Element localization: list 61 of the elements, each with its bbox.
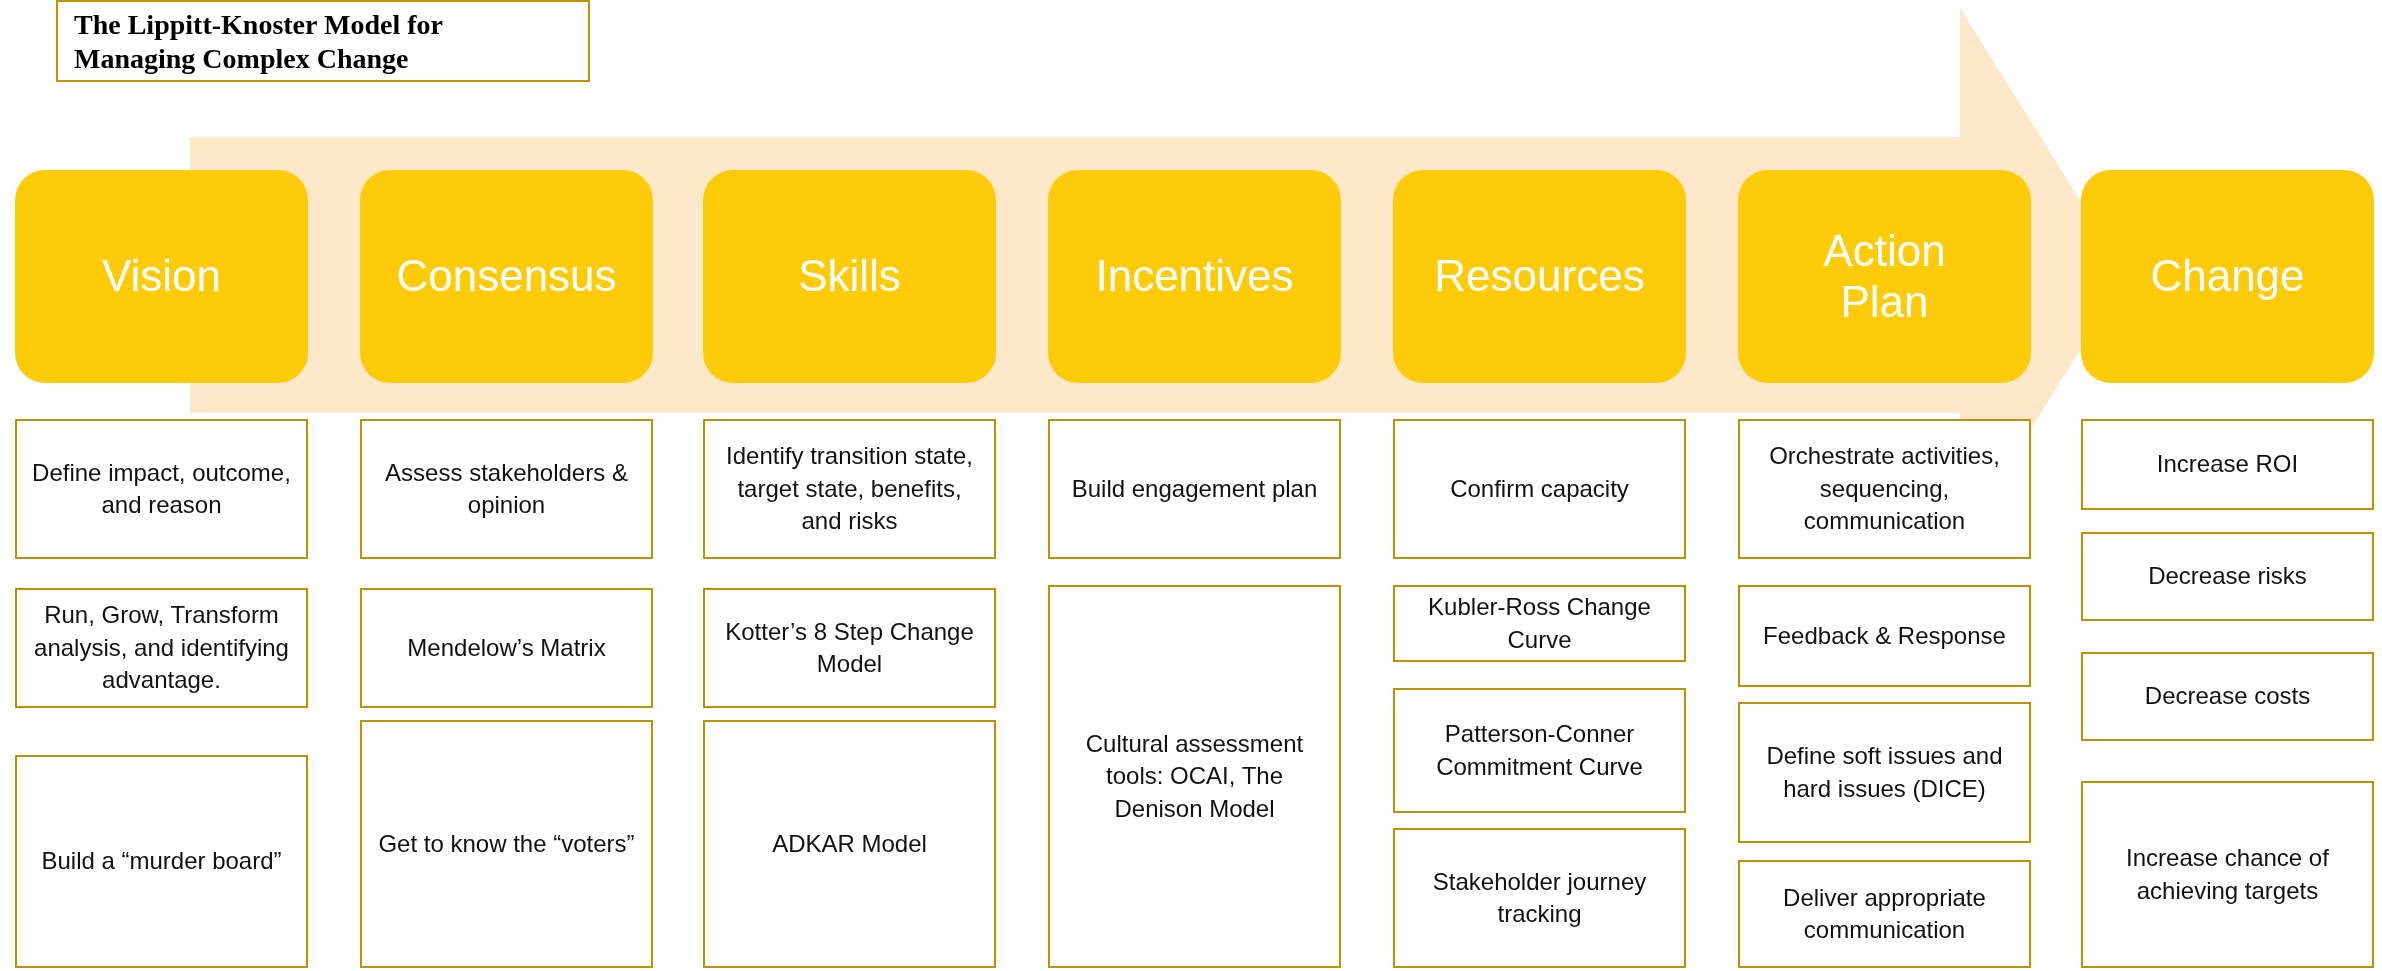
- stage-label: Skills: [798, 251, 901, 302]
- step-text: ADKAR Model: [772, 828, 927, 859]
- step-box: [703, 588, 996, 708]
- stage-box: [360, 170, 653, 383]
- stage-label: Resources: [1434, 251, 1645, 302]
- step-text: Define impact, outcome, and reason: [31, 457, 292, 520]
- step-text: Stakeholder journey tracking: [1431, 866, 1648, 929]
- step-box: [1738, 860, 2031, 968]
- step-box: [15, 588, 308, 708]
- step-text: Build a “murder board”: [41, 846, 282, 877]
- step-box: [1393, 419, 1686, 559]
- stage-box: [15, 170, 308, 383]
- stage-box: [1048, 170, 1341, 383]
- step-text: Increase chance of achieving targets: [2125, 843, 2330, 906]
- step-box: [1393, 688, 1686, 813]
- stage-box: [703, 170, 996, 383]
- step-text: Assess stakeholders & opinion: [384, 457, 629, 520]
- step-text: Increase ROI: [2156, 449, 2299, 480]
- step-text: Mendelow’s Matrix: [407, 632, 606, 663]
- step-box: [360, 419, 653, 559]
- step-text: Orchestrate activities, sequencing, communication: [1768, 441, 2001, 537]
- step-box: [15, 755, 308, 968]
- step-text: Decrease risks: [2148, 561, 2307, 592]
- step-box: [2081, 652, 2374, 741]
- step-box: [15, 419, 308, 559]
- title: The Lippitt-Knoster Model for Managing Complex Change: [56, 0, 590, 82]
- step-text: Cultural assessment tools: OCAI, The Denison Model: [1084, 728, 1305, 824]
- step-box: [703, 720, 996, 968]
- step-text: Decrease costs: [2144, 681, 2311, 712]
- step-text: Identify transition state, target state, benefits, and risks: [725, 441, 974, 537]
- stage-box: [1738, 170, 2031, 383]
- step-box: [1048, 585, 1341, 968]
- step-text: Define soft issues and hard issues (DICE): [1765, 741, 2004, 804]
- step-text: Kotter’s 8 Step Change Model: [724, 616, 975, 679]
- step-box: [1393, 585, 1686, 662]
- step-text: Deliver appropriate communication: [1782, 882, 1987, 945]
- step-text: Kubler-Ross Change Curve: [1427, 592, 1652, 655]
- step-text: Run, Grow, Transform analysis, and identifying advantage.: [33, 600, 290, 696]
- stage-label: Consensus: [396, 251, 617, 302]
- step-text: Build engagement plan: [1071, 473, 1318, 504]
- step-box: [1048, 419, 1341, 559]
- step-text: Patterson-Conner Commitment Curve: [1435, 719, 1644, 782]
- step-box: [1393, 828, 1686, 968]
- step-box: [2081, 532, 2374, 621]
- step-text: Confirm capacity: [1450, 473, 1629, 504]
- step-box: [360, 588, 653, 708]
- step-text: Feedback & Response: [1763, 620, 2006, 651]
- stage-label: Incentives: [1095, 251, 1294, 302]
- step-box: [2081, 419, 2374, 510]
- step-box: [1738, 585, 2031, 687]
- stage-label: Change: [2150, 251, 2305, 302]
- stage-label: Vision: [101, 251, 221, 302]
- step-box: [1738, 702, 2031, 843]
- step-box: [703, 419, 996, 559]
- stage-box: [1393, 170, 1686, 383]
- stage-box: [2081, 170, 2374, 383]
- step-box: [360, 720, 653, 968]
- stage-label: Action Plan: [1822, 225, 1947, 328]
- step-text: Get to know the “voters”: [378, 828, 635, 859]
- step-box: [2081, 781, 2374, 968]
- step-box: [1738, 419, 2031, 559]
